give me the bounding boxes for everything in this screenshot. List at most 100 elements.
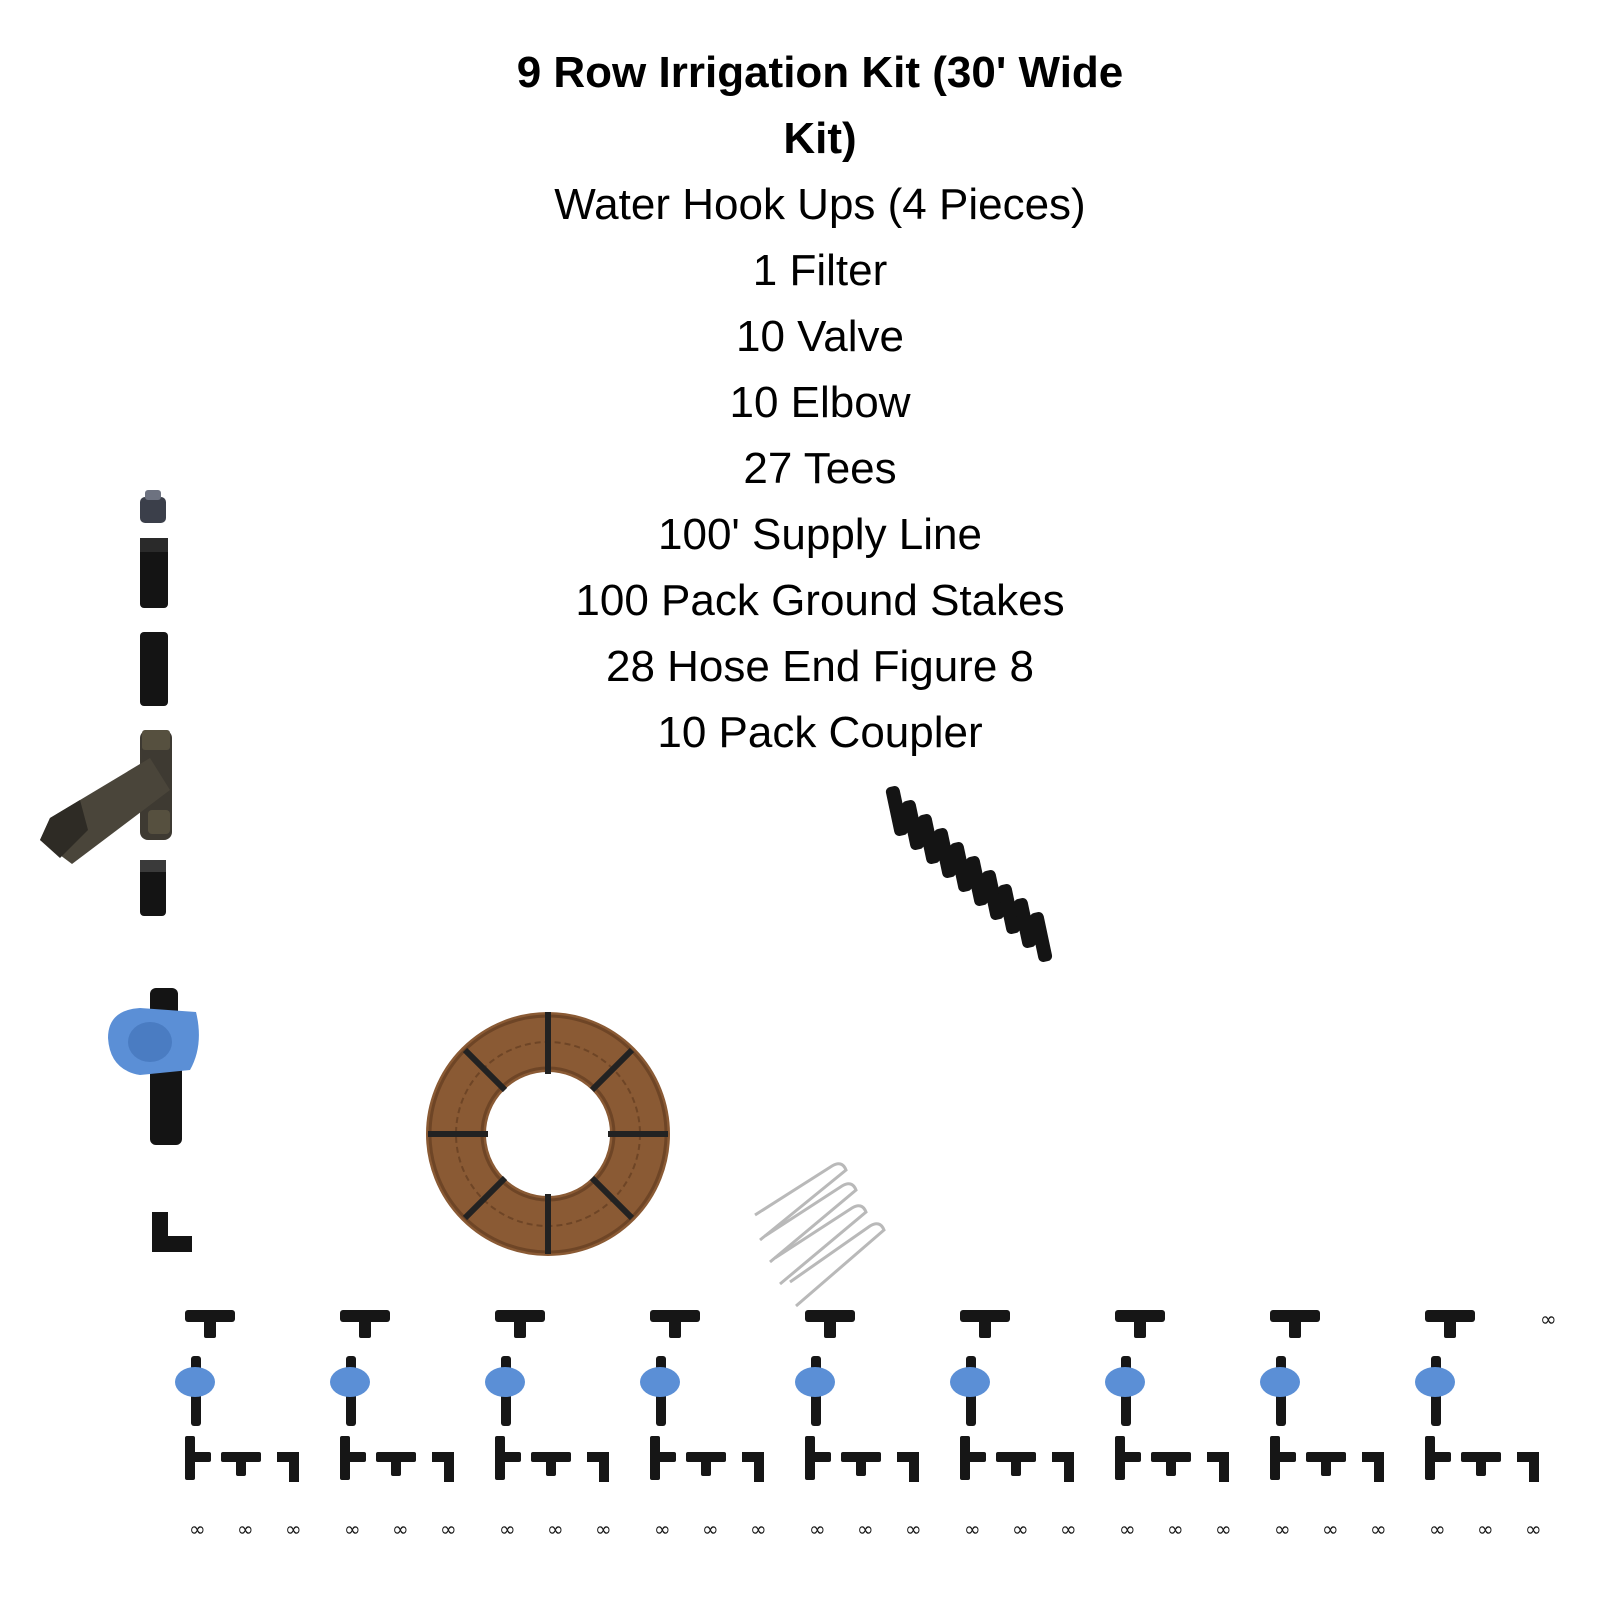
row-tee-side [495,1436,505,1480]
row-tee-side [1270,1436,1280,1480]
figure-8-end: ∞ [1060,1517,1077,1541]
figure-8-end: ∞ [499,1517,516,1541]
row-tee-side [960,1436,970,1480]
row-tee [650,1310,700,1322]
row-elbow [897,1452,919,1482]
item-water-hookups: Water Hook Ups (4 Pieces) [554,180,1086,229]
row-valve-handle [640,1367,680,1397]
figure-8-end: ∞ [964,1517,981,1541]
row-tee [1270,1310,1320,1322]
figure-8-end: ∞ [1525,1517,1542,1541]
figure-8-end: ∞ [1274,1517,1291,1541]
water-hookup-parts [140,490,168,916]
row-tee-bottom [376,1452,416,1462]
row-elbow [277,1452,299,1482]
figure-8-end: ∞ [1429,1517,1446,1541]
row-elbow [1362,1452,1384,1482]
row-tee [340,1310,390,1322]
row-tee [185,1310,235,1322]
row-valve-handle [330,1367,370,1397]
item-elbow: 10 Elbow [729,378,911,427]
hose-adapter [140,538,168,608]
row-tee-side [340,1436,350,1480]
couplers [885,786,1053,962]
kit-title: 9 Row Irrigation Kit (30' Wide Kit) [400,40,1240,172]
kit-contents-list: Water Hook Ups (4 Pieces) 1 Filter 10 Va… [400,172,1240,766]
row-valve-handle [950,1367,990,1397]
figure-8-end: ∞ [905,1517,922,1541]
item-ground-stakes: 100 Pack Ground Stakes [575,576,1065,625]
row-elbow [1207,1452,1229,1482]
main-valve [108,988,199,1145]
row-tee-bottom [686,1452,726,1462]
item-supply-line: 100' Supply Line [658,510,982,559]
figure-8-end: ∞ [1012,1517,1029,1541]
figure-8-end: ∞ [1477,1517,1494,1541]
pipe-nipple [140,632,168,706]
kit-title-line-2: Kit) [783,114,857,163]
supply-line-coil [426,1012,670,1256]
row-tee-bottom [1461,1452,1501,1462]
row-elbow [587,1452,609,1482]
row-valve-handle [485,1367,525,1397]
item-valve: 10 Valve [736,312,904,361]
kit-title-line-1: 9 Row Irrigation Kit (30' Wide [516,48,1124,97]
filter [40,730,172,864]
row-valve-handle [1105,1367,1145,1397]
ground-stakes [754,1162,886,1308]
figure-8-end: ∞ [809,1517,826,1541]
row-tee [805,1310,855,1322]
row-tee-side [805,1436,815,1480]
figure-8-end: ∞ [392,1517,409,1541]
item-filter: 1 Filter [752,246,888,295]
row-tee [1115,1310,1165,1322]
figure-8-end: ∞ [1119,1517,1136,1541]
row-tee [1425,1310,1475,1322]
row-valve-handle [795,1367,835,1397]
row-tee-bottom [841,1452,881,1462]
row-tee-bottom [996,1452,1036,1462]
row-valve-handle [175,1367,215,1397]
figure-8-end: ∞ [702,1517,719,1541]
row-elbow [742,1452,764,1482]
figure-8-end: ∞ [1167,1517,1184,1541]
row-valve-handle [1415,1367,1455,1397]
figure-8-end: ∞ [1370,1517,1387,1541]
elbow-fitting [152,1212,192,1252]
figure-8-end: ∞ [285,1517,302,1541]
row-fitting-sets: ∞ ∞ ∞ ∞ ∞ ∞ ∞ ∞ ∞ ∞ ∞ ∞ ∞ ∞ ∞ ∞ ∞ ∞ ∞ ∞ ∞ ∞ ∞ ∞ ∞ ∞ ∞ ∞ [175,1307,1557,1541]
row-tee-side [1425,1436,1435,1480]
row-tee-side [185,1436,195,1480]
figure-8-end: ∞ [654,1517,671,1541]
figure-8-end: ∞ [595,1517,612,1541]
figure-8-end: ∞ [440,1517,457,1541]
figure-8-end: ∞ [1215,1517,1232,1541]
figure-8-end: ∞ [857,1517,874,1541]
row-tee [495,1310,545,1322]
figure-8-end: ∞ [1322,1517,1339,1541]
row-tee-bottom [1306,1452,1346,1462]
row-elbow [432,1452,454,1482]
figure-8-end: ∞ [344,1517,361,1541]
figure-8-end: ∞ [189,1517,206,1541]
row-valve-handle [1260,1367,1300,1397]
row-tee-side [650,1436,660,1480]
kit-description: 9 Row Irrigation Kit (30' Wide Kit) Wate… [400,40,1240,766]
figure-8-end: ∞ [237,1517,254,1541]
figure-8-end: ∞ [1540,1307,1557,1331]
row-elbow [1052,1452,1074,1482]
row-tee-bottom [221,1452,261,1462]
item-figure-8: 28 Hose End Figure 8 [605,642,1035,691]
item-coupler: 10 Pack Coupler [657,708,983,757]
row-elbow [1517,1452,1539,1482]
filter-outlet-adapter [140,860,166,916]
hose-adapter-cap [140,497,166,523]
row-tee-bottom [1151,1452,1191,1462]
row-tee-bottom [531,1452,571,1462]
row-tee-side [1115,1436,1125,1480]
figure-8-end: ∞ [547,1517,564,1541]
figure-8-end: ∞ [750,1517,767,1541]
row-tee [960,1310,1010,1322]
item-tees: 27 Tees [743,444,897,493]
